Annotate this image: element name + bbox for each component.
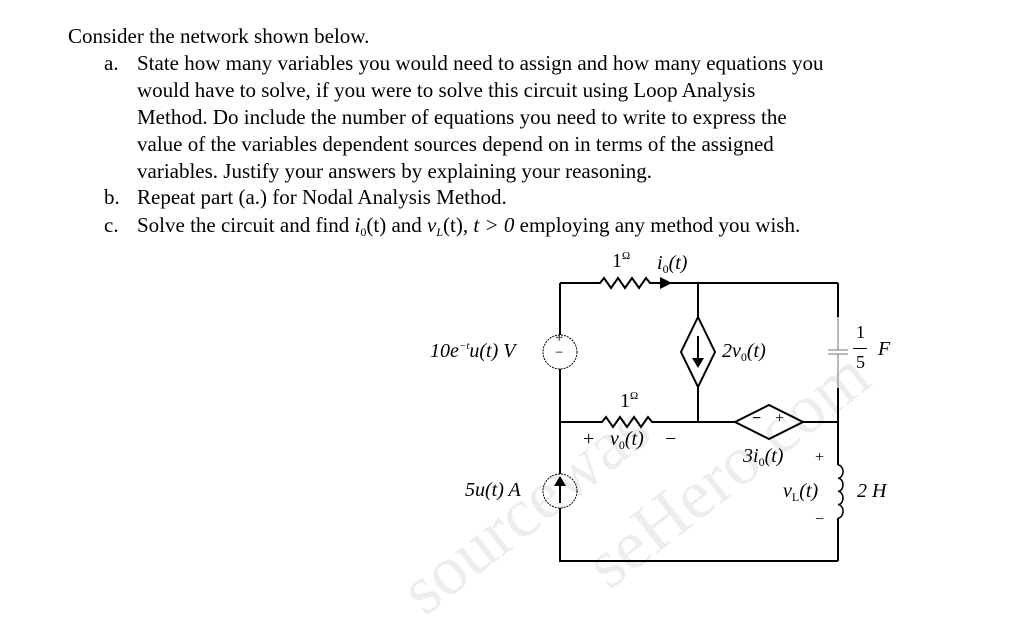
vL-plus: + xyxy=(815,449,825,466)
c-and: and xyxy=(386,213,428,237)
dep-voltage-minus: − xyxy=(752,410,762,427)
vsrc-label: 10e−tu(t) V xyxy=(430,340,515,363)
vL-label: vL(t) xyxy=(783,480,818,505)
v0-sub: 0 xyxy=(618,438,625,452)
intro-text: Consider the network shown below. xyxy=(68,24,370,48)
vsrc-exp: −t xyxy=(458,340,470,352)
voltage-source xyxy=(542,334,578,370)
wire-middle xyxy=(560,415,838,429)
c-t2: (t), xyxy=(443,213,474,237)
capacitor-plates xyxy=(828,349,848,355)
inductor-label: 2 H xyxy=(857,480,887,502)
c-v: v xyxy=(427,213,437,237)
cap-num: 1 xyxy=(856,322,865,342)
vL-minus: − xyxy=(815,511,825,528)
item-a-line-2: would have to solve, if you were to solv… xyxy=(137,78,756,102)
vsrc-plus: + xyxy=(555,330,564,346)
dependent-current-source xyxy=(679,314,717,390)
dep-current-arrow-icon xyxy=(692,358,704,368)
c-i: i xyxy=(354,213,361,237)
c-v-sub: L xyxy=(436,225,444,239)
dependent-voltage-source xyxy=(732,403,806,441)
dep-voltage-plus: + xyxy=(775,410,785,427)
v0-minus: − xyxy=(665,428,677,450)
cap-den: 5 xyxy=(856,352,865,372)
i0-arg: (t) xyxy=(668,252,688,274)
dep-voltage-coef: 3i xyxy=(743,445,759,467)
i0-sub: 0 xyxy=(662,262,669,276)
cap-unit: F xyxy=(878,338,891,360)
item-a-label: a. xyxy=(104,51,119,75)
c-t1: (t) xyxy=(366,213,387,237)
c-cond: t > 0 xyxy=(473,213,515,237)
wire-top xyxy=(560,276,838,290)
current-source xyxy=(542,473,578,509)
r-mid-unit: Ω xyxy=(630,390,639,402)
r-mid-label: 1Ω xyxy=(620,390,638,413)
dep-current-sub: 0 xyxy=(740,350,747,364)
current-source-arrow-icon xyxy=(554,476,566,486)
i0-arrow-icon xyxy=(660,277,672,289)
r-top-unit: Ω xyxy=(622,250,631,262)
item-b-line-1: Repeat part (a.) for Nodal Analysis Meth… xyxy=(137,185,507,209)
vL-arg: (t) xyxy=(799,480,819,502)
dep-voltage-sub: 0 xyxy=(758,455,765,469)
i0-sym: i xyxy=(657,252,663,274)
r-top-value: 1 xyxy=(612,250,622,272)
v0-sym: v xyxy=(610,428,619,450)
vL-sub: L xyxy=(791,490,800,504)
isrc-label: 5u(t) A xyxy=(465,479,521,501)
dep-voltage-label: 3i0(t) xyxy=(743,445,783,470)
c-text-a: Solve the circuit and find xyxy=(137,213,355,237)
item-a-line-4: value of the variables dependent sources… xyxy=(137,132,774,156)
dep-current-arg: (t) xyxy=(746,340,766,362)
inductor-coil xyxy=(837,464,844,519)
v0-label: v0(t) xyxy=(610,428,644,453)
v0-arg: (t) xyxy=(624,428,644,450)
cap-fraction-bar xyxy=(853,348,867,349)
r-mid-value: 1 xyxy=(620,390,630,412)
item-a-line-1: State how many variables you would need … xyxy=(137,51,824,75)
dep-current-label: 2v0(t) xyxy=(722,340,766,365)
i0-label: i0(t) xyxy=(657,252,687,277)
c-i-sub: 0 xyxy=(360,225,367,239)
item-a-line-5: variables. Justify your answers by expla… xyxy=(137,159,652,183)
item-a-line-3: Method. Do include the number of equatio… xyxy=(137,105,787,129)
item-c-text: Solve the circuit and find i0(t) and vL(… xyxy=(137,212,800,246)
v0-plus: + xyxy=(583,428,595,450)
item-b-label: b. xyxy=(104,185,120,209)
vL-sym: v xyxy=(783,480,792,502)
vsrc-rest: u(t) V xyxy=(469,340,516,362)
vsrc-main: 10e xyxy=(430,340,459,362)
c-rest: employing any method you wish. xyxy=(514,213,801,237)
dep-voltage-arg: (t) xyxy=(764,445,784,467)
vsrc-minus: − xyxy=(555,345,564,361)
item-c-label: c. xyxy=(104,213,119,237)
dep-current-coef: 2v xyxy=(722,340,741,362)
r-top-label: 1Ω xyxy=(612,250,630,273)
